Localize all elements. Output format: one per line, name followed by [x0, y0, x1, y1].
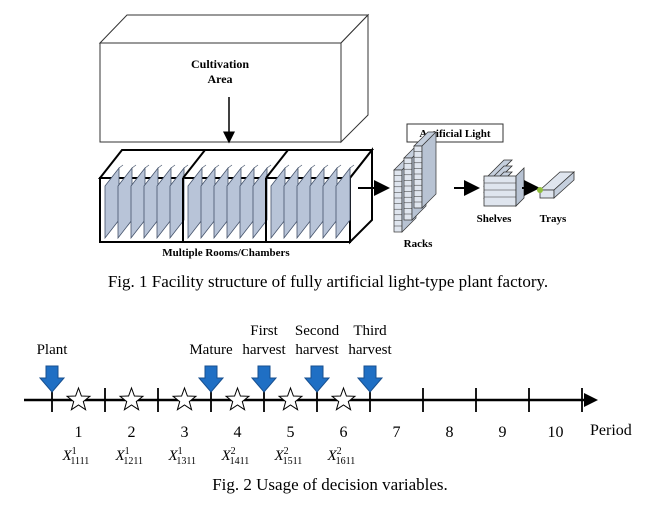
event-label: First — [250, 323, 278, 339]
period-label: 1 — [75, 424, 83, 441]
event-plant: Plant — [37, 342, 69, 393]
period-label: 6 — [340, 424, 348, 441]
racks-stack — [393, 131, 437, 233]
period-label: 8 — [446, 424, 454, 441]
cultivation-label-line2: Area — [207, 72, 232, 86]
figure-2-caption: Fig. 2 Usage of decision variables. — [212, 475, 448, 494]
event-label: harvest — [242, 342, 286, 358]
racks-label: Racks — [404, 238, 433, 250]
period-label: 2 — [128, 424, 136, 441]
decision-star — [171, 386, 198, 411]
axis-label-period: Period — [590, 422, 632, 439]
event-label: Third — [353, 323, 387, 339]
cultivation-label-line1: Cultivation — [191, 57, 249, 71]
cultivation-area-box: Cultivation Area — [98, 13, 370, 144]
decision-star — [118, 386, 145, 411]
decision-star — [277, 386, 304, 411]
event-second-harvest: Second harvest — [295, 323, 340, 393]
decision-star — [65, 386, 92, 411]
figure-1-caption: Fig. 1 Facility structure of fully artif… — [108, 272, 548, 291]
event-label: Second — [295, 323, 340, 339]
artificial-light-label: Artificial Light — [419, 128, 491, 140]
period-labels: 1 2 3 4 5 6 7 8 9 10 — [75, 424, 564, 441]
decision-star — [224, 386, 251, 411]
rooms-chambers: Multiple Rooms/Chambers — [97, 147, 375, 259]
period-label: 7 — [393, 424, 401, 441]
event-label: Mature — [189, 342, 233, 358]
event-first-harvest: First harvest — [242, 323, 286, 393]
shelves-label: Shelves — [477, 213, 513, 225]
timeline-arrowhead — [584, 393, 598, 407]
period-label: 9 — [499, 424, 507, 441]
event-arrow — [38, 365, 66, 393]
rooms-label: Multiple Rooms/Chambers — [162, 247, 290, 259]
room-panels — [104, 164, 355, 240]
event-label: harvest — [348, 342, 392, 358]
event-arrow — [250, 365, 278, 393]
period-label: 10 — [548, 424, 564, 441]
timeline-stars — [65, 386, 357, 411]
event-third-harvest: Third harvest — [348, 323, 392, 393]
plant-dot — [537, 187, 543, 193]
event-label: harvest — [295, 342, 339, 358]
event-arrow — [356, 365, 384, 393]
period-label: 3 — [181, 424, 189, 441]
figure-1: Cultivation Area Multiple Rooms/Chambers… — [97, 13, 576, 291]
event-arrow — [303, 365, 331, 393]
trays-label: Trays — [540, 213, 567, 225]
decision-star — [330, 386, 357, 411]
period-label: 4 — [234, 424, 242, 441]
period-label: 5 — [287, 424, 295, 441]
event-mature: Mature — [189, 342, 233, 393]
tray — [537, 171, 576, 199]
event-arrow — [197, 365, 225, 393]
event-label: Plant — [37, 342, 69, 358]
shelves-stack — [483, 159, 525, 207]
